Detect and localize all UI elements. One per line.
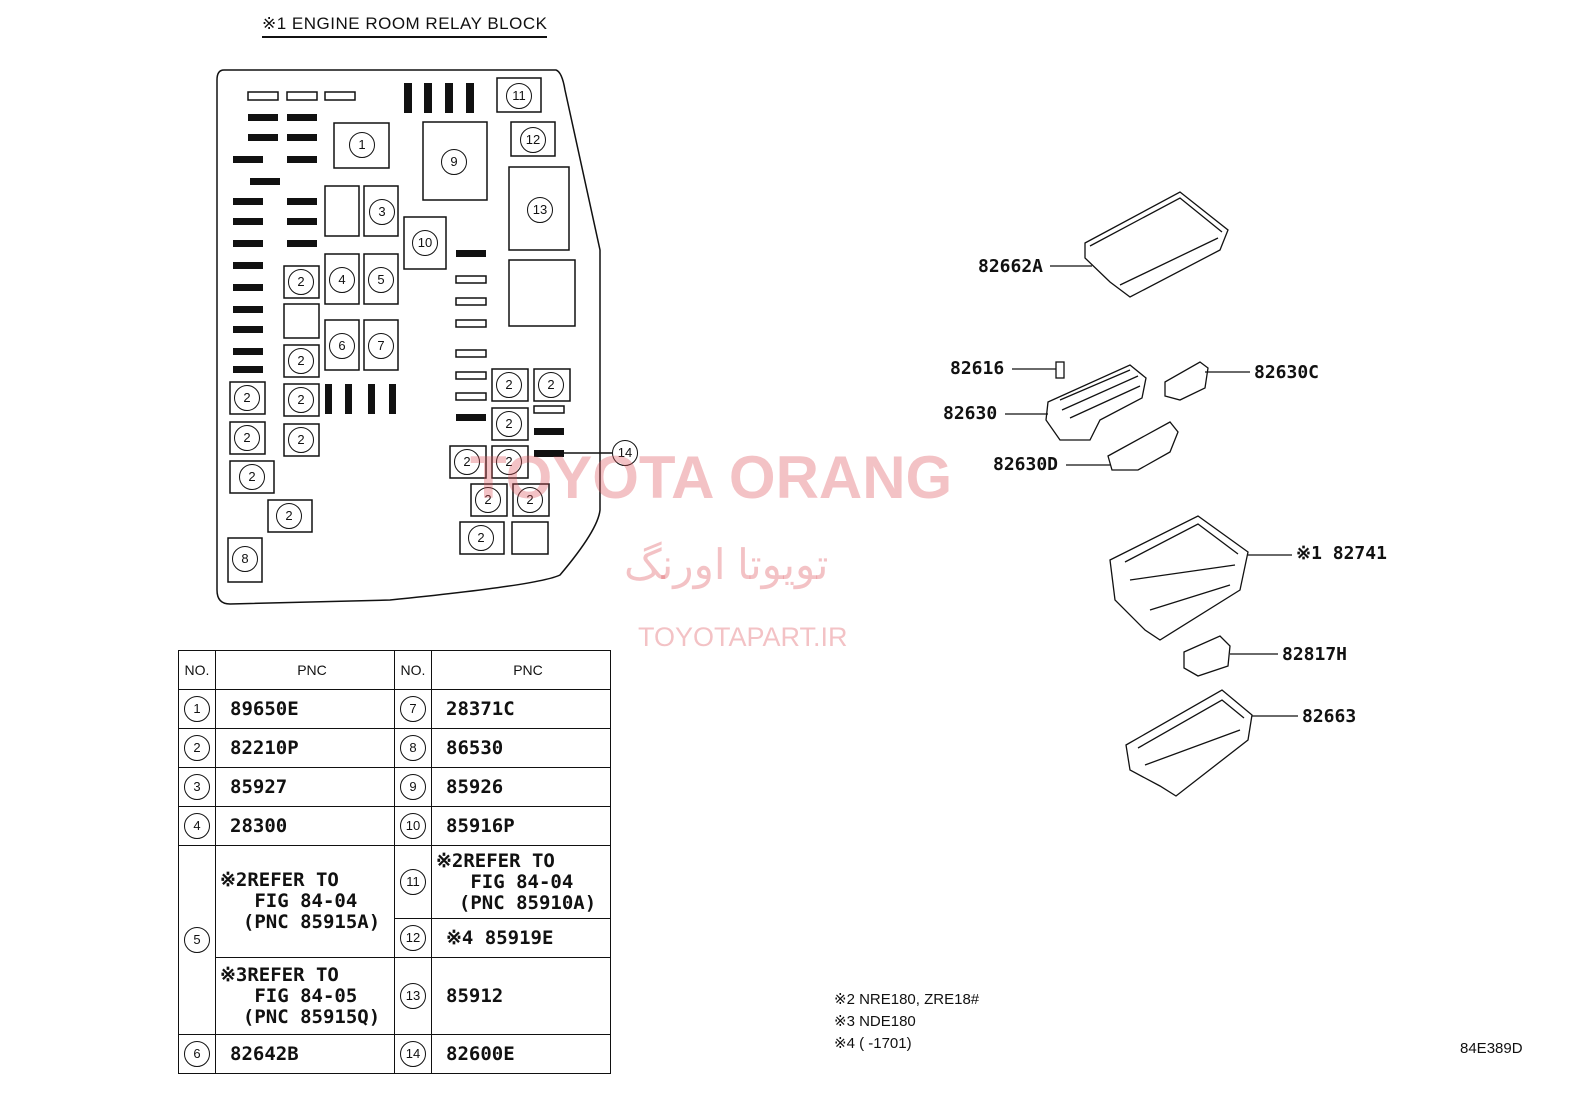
row-number: 2 xyxy=(184,735,210,761)
table-row: 2 82210P 8 86530 xyxy=(178,728,611,768)
block-label-6: 6 xyxy=(329,333,355,359)
note-2: ※2 NRE180, ZRE18# xyxy=(834,991,980,1008)
watermark-brand: TOYOTA ORANG xyxy=(470,444,953,511)
block-label-11: 11 xyxy=(506,83,532,109)
callout-82817H: 82817H xyxy=(1282,644,1348,665)
block-label-2: 2 xyxy=(234,385,260,411)
block-label-2: 2 xyxy=(468,525,494,551)
block-label-2: 2 xyxy=(517,487,543,513)
row-number: 1 xyxy=(184,696,210,722)
figure-code: 84E389D xyxy=(1460,1040,1523,1057)
block-label-2: 2 xyxy=(288,348,314,374)
row-number: 6 xyxy=(184,1041,210,1067)
row-pnc: 86530 xyxy=(431,728,611,768)
block-label-2: 2 xyxy=(288,427,314,453)
block-label-10: 10 xyxy=(412,230,438,256)
table-row: 4 28300 10 85916P xyxy=(178,806,611,846)
block-label-2: 2 xyxy=(538,372,564,398)
table-row: 6 82642B 14 82600E xyxy=(178,1034,611,1074)
row-pnc: 82642B xyxy=(215,1034,395,1074)
row-number: 13 xyxy=(400,983,426,1009)
block-label-4: 4 xyxy=(329,267,355,293)
block-label-14: 14 xyxy=(612,440,638,466)
block-label-3: 3 xyxy=(369,199,395,225)
row-number: 8 xyxy=(400,735,426,761)
diagram-title: ※1 ENGINE ROOM RELAY BLOCK xyxy=(262,14,548,38)
header-no: NO. xyxy=(394,650,432,690)
row-pnc: 85916P xyxy=(431,806,611,846)
row-pnc: 28300 xyxy=(215,806,395,846)
callout-82616: 82616 xyxy=(950,358,1005,379)
row-number: 11 xyxy=(400,869,426,895)
callout-82663: 82663 xyxy=(1302,706,1357,727)
block-label-5: 5 xyxy=(368,267,394,293)
row-number: 12 xyxy=(400,925,426,951)
row-pnc: 82210P xyxy=(215,728,395,768)
row-reference: ※2REFER TO FIG 84-04 (PNC 85915A) xyxy=(215,845,395,958)
block-label-13: 13 xyxy=(527,197,553,223)
callout-82662A: 82662A xyxy=(978,256,1044,277)
block-label-2: 2 xyxy=(496,372,522,398)
block-label-2: 2 xyxy=(475,487,501,513)
note-4: ※4 ( -1701) xyxy=(834,1035,912,1052)
block-label-2: 2 xyxy=(454,449,480,475)
callout-82630D: 82630D xyxy=(993,454,1059,475)
row-pnc: 85926 xyxy=(431,767,611,807)
row-number: 14 xyxy=(400,1041,426,1067)
block-label-2: 2 xyxy=(239,464,265,490)
block-label-9: 9 xyxy=(441,149,467,175)
block-label-2: 2 xyxy=(496,449,522,475)
row-number: 5 xyxy=(184,927,210,953)
row-pnc: 28371C xyxy=(431,689,611,729)
row-pnc: 89650E xyxy=(215,689,395,729)
watermark-site: TOYOTAPART.IR xyxy=(638,622,848,652)
row-pnc: 85927 xyxy=(215,767,395,807)
watermark-persian: تویوتا اورنگ xyxy=(624,541,829,588)
row-pnc: 82600E xyxy=(431,1034,611,1074)
table-row: 5 ※2REFER TO FIG 84-04 (PNC 85915A) 11 ※… xyxy=(178,845,611,1035)
header-no: NO. xyxy=(178,650,216,690)
row-number: 10 xyxy=(400,813,426,839)
block-label-1: 1 xyxy=(349,132,375,158)
row-pnc: 85912 xyxy=(431,957,611,1035)
block-label-7: 7 xyxy=(368,333,394,359)
header-pnc: PNC xyxy=(431,650,611,690)
note-3: ※3 NDE180 xyxy=(834,1013,916,1030)
block-label-8: 8 xyxy=(232,546,258,572)
table-row: 12 ※4 85919E xyxy=(179,918,611,958)
block-label-2: 2 xyxy=(288,387,314,413)
row-number: 4 xyxy=(184,813,210,839)
block-label-2: 2 xyxy=(276,503,302,529)
row-pnc: ※4 85919E xyxy=(431,918,611,958)
pnc-table: NO. PNC NO. PNC 1 89650E 7 28371C 2 8221… xyxy=(178,650,611,1074)
row-reference: ※2REFER TO FIG 84-04 (PNC 85910A) xyxy=(431,845,611,919)
table-row: 1 89650E 7 28371C xyxy=(178,689,611,729)
block-label-12: 12 xyxy=(520,127,546,153)
table-row: 3 85927 9 85926 xyxy=(178,767,611,807)
table-row: ※3REFER TO FIG 84-05 (PNC 85915Q) 13 859… xyxy=(179,957,611,1035)
row-reference: ※3REFER TO FIG 84-05 (PNC 85915Q) xyxy=(215,957,395,1035)
row-number: 9 xyxy=(400,774,426,800)
header-pnc: PNC xyxy=(215,650,395,690)
callout-82630: 82630 xyxy=(943,403,998,424)
row-number: 3 xyxy=(184,774,210,800)
block-label-2: 2 xyxy=(288,269,314,295)
callout-82630C: 82630C xyxy=(1254,362,1320,383)
callout-82741: ※1 82741 xyxy=(1296,543,1387,564)
block-label-2: 2 xyxy=(496,411,522,437)
block-label-2: 2 xyxy=(234,425,260,451)
row-number: 7 xyxy=(400,696,426,722)
